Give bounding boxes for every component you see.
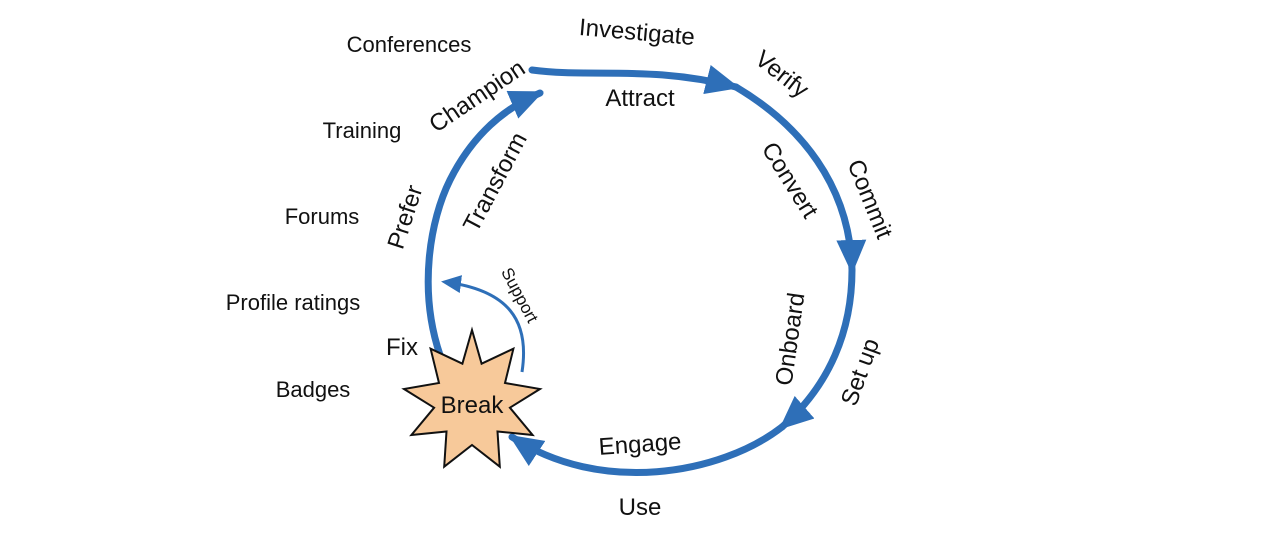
arc-verify-to-commit <box>732 83 867 274</box>
arc-setup-to-break <box>508 423 786 477</box>
support-arrow <box>441 275 526 373</box>
side-item-profile-ratings: Profile ratings <box>226 290 361 315</box>
label-champion: Champion <box>424 55 530 139</box>
arc-champion-to-verify <box>528 65 740 95</box>
arc-fix-to-champion <box>424 89 544 359</box>
label-engage: Engage <box>598 428 682 461</box>
label-break: Break <box>441 392 505 419</box>
label-setup: Set up <box>836 335 885 409</box>
label-prefer: Prefer <box>383 182 429 253</box>
break-burst <box>401 326 543 469</box>
side-item-conferences: Conferences <box>347 32 472 57</box>
label-attract: Attract <box>605 85 675 112</box>
label-verify: Verify <box>750 45 814 103</box>
side-item-forums: Forums <box>285 204 360 229</box>
label-investigate: Investigate <box>578 14 696 51</box>
side-item-training: Training <box>323 118 402 143</box>
label-fix: Fix <box>386 334 418 361</box>
label-support: Support <box>497 264 542 326</box>
side-item-badges: Badges <box>276 377 351 402</box>
arc-commit-to-setup <box>778 266 856 431</box>
label-onboard: Onboard <box>771 291 811 387</box>
label-use: Use <box>619 494 662 521</box>
